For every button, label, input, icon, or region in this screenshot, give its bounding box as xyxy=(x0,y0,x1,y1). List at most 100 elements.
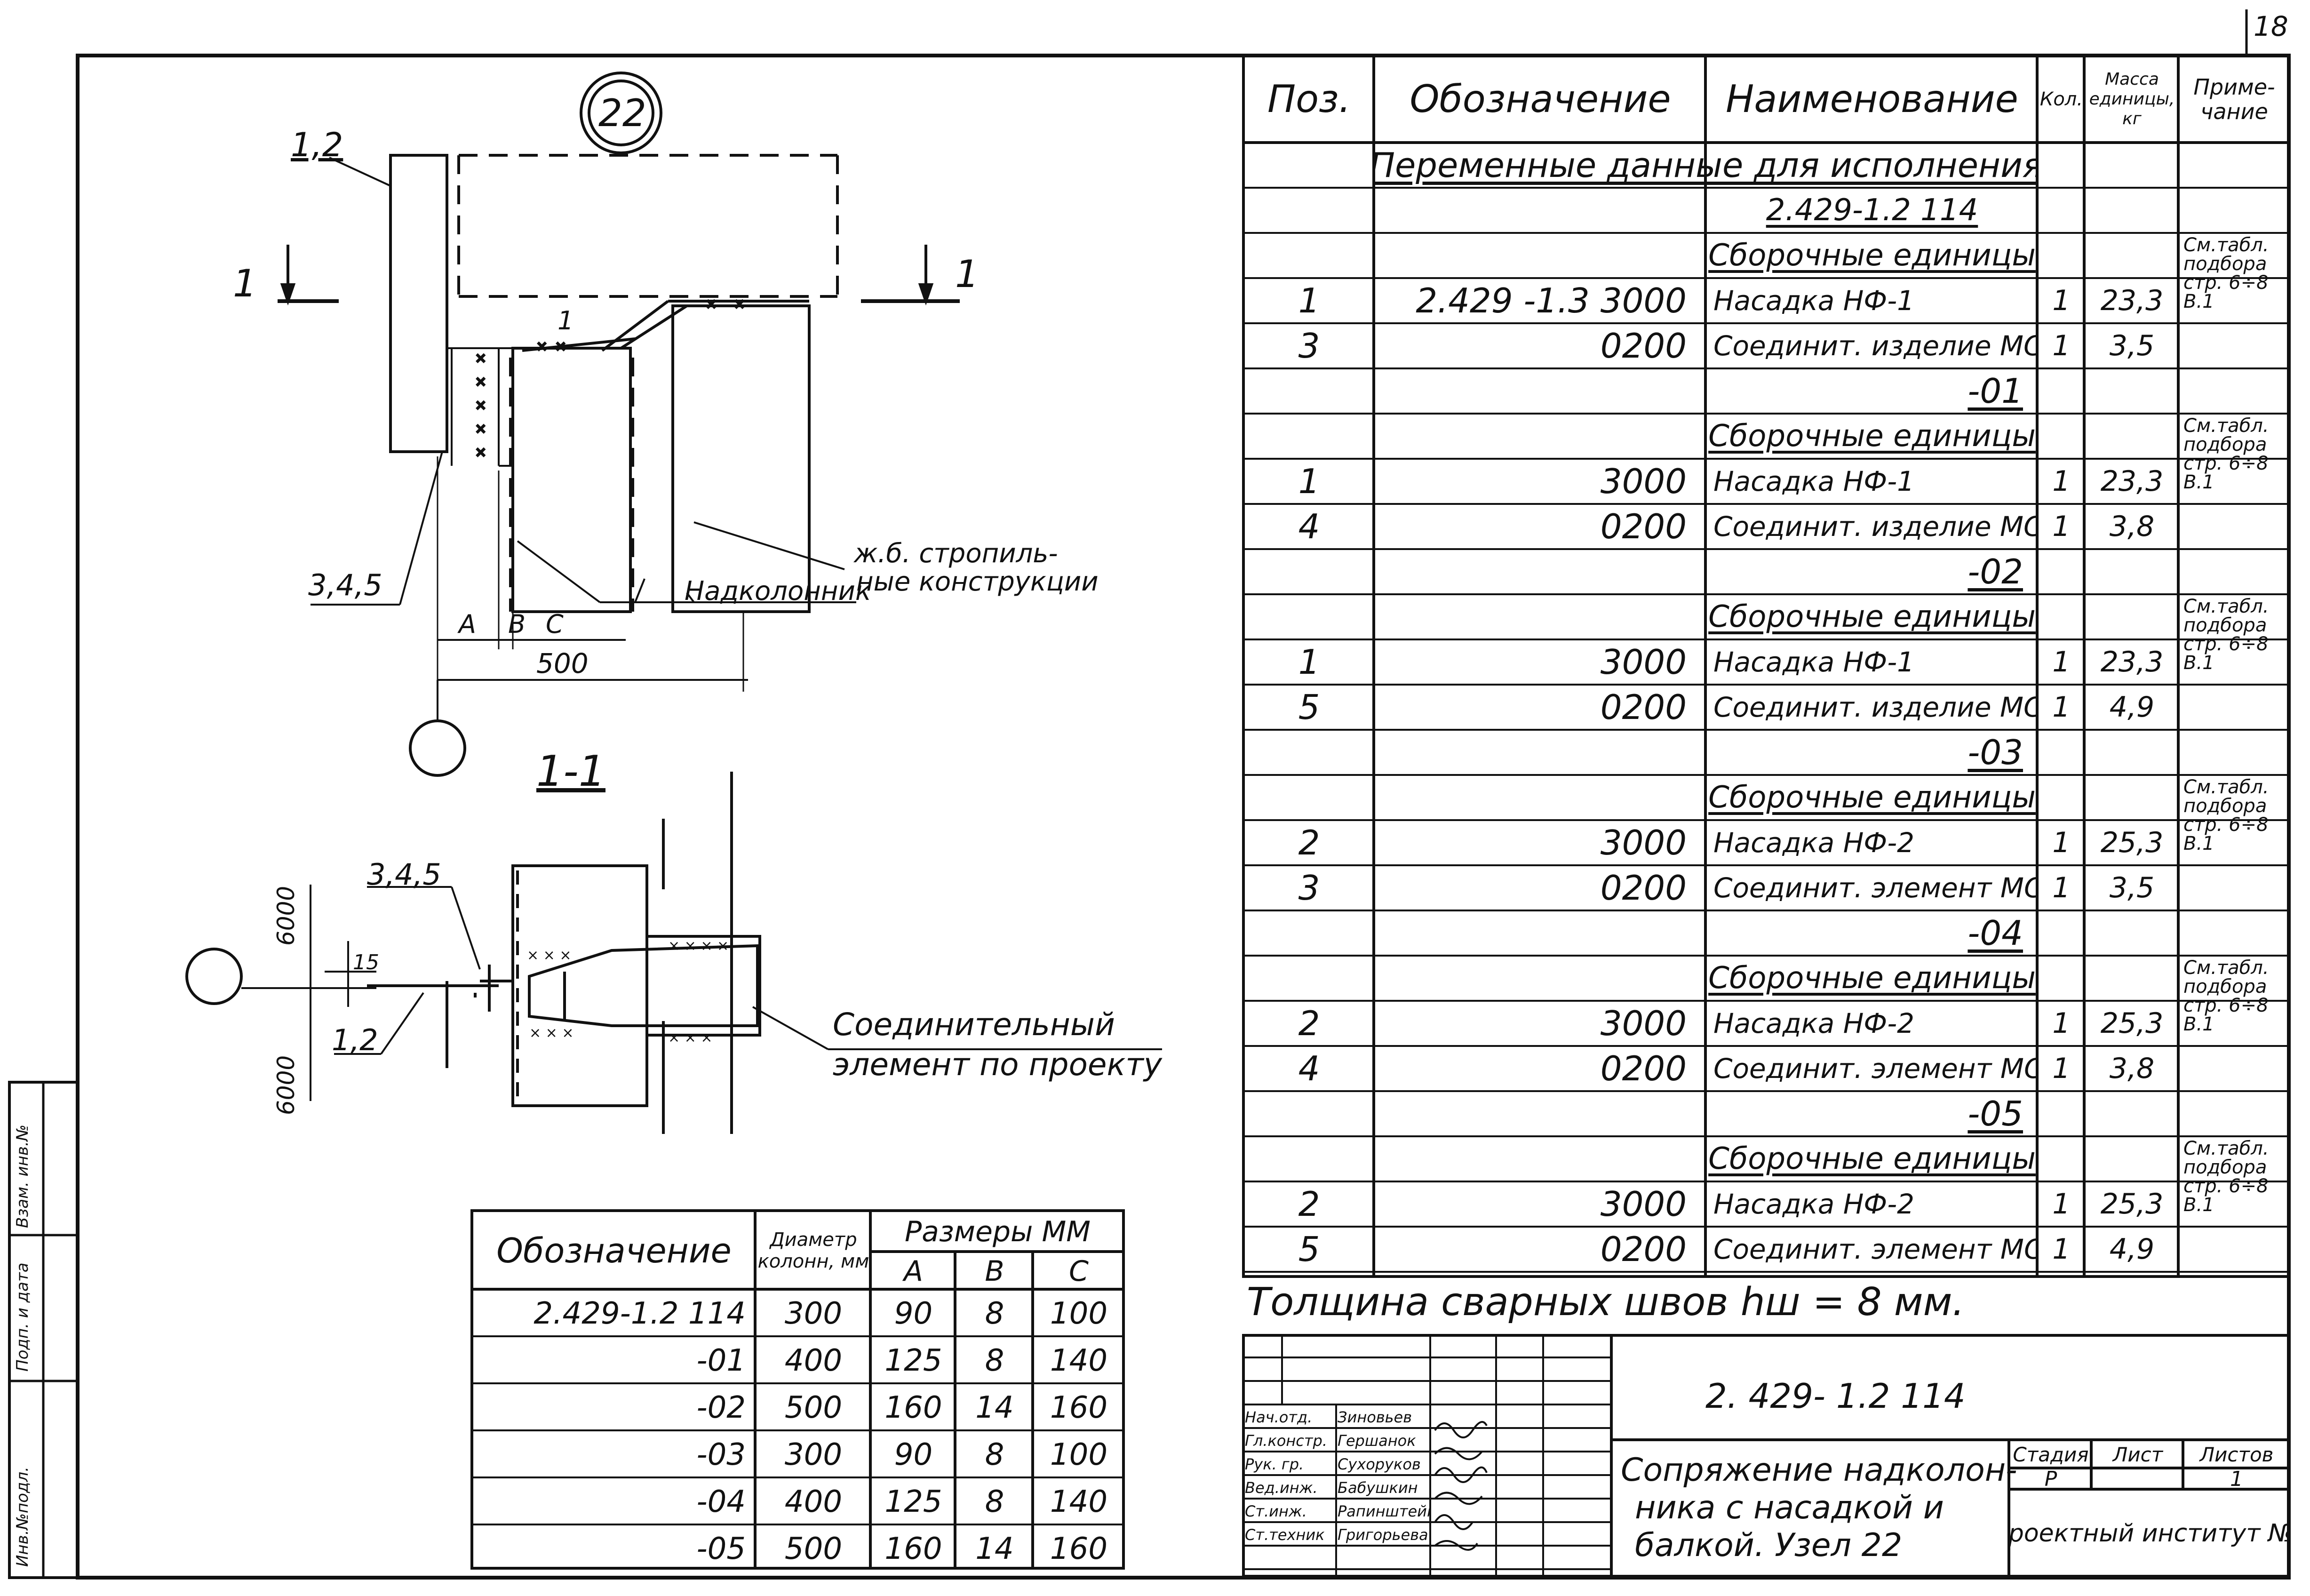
dim-row-c: 160 xyxy=(1050,1390,1108,1425)
svg-text:×: × xyxy=(475,350,486,366)
weld-note: Толщина сварных швов hш = 8 мм. xyxy=(1247,1280,1965,1325)
spec-row-version: -04 xyxy=(1967,913,2023,953)
spec-row-name: Насадка НФ-1 xyxy=(1713,285,1915,317)
signature-name: Григорьева xyxy=(1338,1525,1428,1544)
svg-text:× × ×: × × × xyxy=(527,947,571,964)
spec-row-name: Соединит. элемент МС-26 xyxy=(1713,872,2037,904)
spec-row-pos: 4 xyxy=(1298,1049,1320,1088)
dim-row-c: 100 xyxy=(1050,1296,1108,1331)
label-gb-line1: ж.б. стропиль- xyxy=(853,538,1058,569)
spec-header-note: Приме- чание xyxy=(2193,74,2275,124)
dim-table-header-a: A xyxy=(903,1254,924,1288)
dim-row-b: 8 xyxy=(985,1484,1004,1519)
svg-text:×: × xyxy=(536,338,547,354)
signature-role: Вед.инж. xyxy=(1245,1478,1318,1497)
label-pos12-top: 1,2 xyxy=(291,126,343,164)
spec-row-qty: 1 xyxy=(2052,284,2071,317)
spec-row-mass: 3,5 xyxy=(2109,871,2155,904)
spec-row-designation: 0200 xyxy=(1600,868,1687,908)
dim-a-label: A xyxy=(457,609,476,639)
svg-text:× × × ×: × × × × xyxy=(668,938,729,954)
dim-row-b: 14 xyxy=(975,1531,1014,1566)
signature-role: Гл.констр. xyxy=(1245,1431,1327,1450)
label-pos345: 3,4,5 xyxy=(308,568,382,602)
dim-row-diameter: 400 xyxy=(784,1343,843,1378)
spec-row-qty: 1 xyxy=(2052,1233,2071,1266)
title-block-grid xyxy=(1242,1334,2290,1578)
spec-row-pos: 2 xyxy=(1298,1184,1320,1224)
spec-row-designation: 2.429 -1.3 3000 xyxy=(1416,281,1687,320)
cut-label-left: 1 xyxy=(233,262,257,305)
spec-row-pos: 3 xyxy=(1298,868,1320,908)
spec-row-version: -02 xyxy=(1967,552,2023,591)
spec-row-note: См.табл. подбора стр. 6÷8 В.1 xyxy=(2183,1138,2269,1216)
spec-row-pos: 1 xyxy=(1298,642,1320,682)
dim-row-c: 160 xyxy=(1050,1531,1108,1566)
dim-table-header-sizes: Размеры ММ xyxy=(904,1215,1091,1248)
label-gb-line2: ные конструкции xyxy=(856,567,1099,597)
svg-text:× × ×: × × × xyxy=(668,1029,712,1046)
spec-row-subheading: Сборочные единицы xyxy=(1708,1141,2036,1176)
spec-row-subheading: Сборочные единицы xyxy=(1708,599,2036,634)
title-block-designation: 2. 429- 1.2 114 xyxy=(1705,1376,1966,1416)
dim-row-a: 90 xyxy=(894,1296,933,1331)
svg-text:×: × xyxy=(555,338,566,354)
spec-row-mass: 3,8 xyxy=(2109,510,2155,543)
spec-row-name: Соединит. изделие МС-28 xyxy=(1713,691,2037,723)
dim-row-diameter: 300 xyxy=(784,1437,843,1472)
dim-b-label: B xyxy=(508,609,526,639)
section-1-1-drawing: × × × × × × × × × × × × × 1-1 3,4,5 1,2 … xyxy=(185,747,1163,1134)
dim-table: Обозначение Диаметр колонн, мм Размеры М… xyxy=(470,1209,1129,1576)
dim-row-designation: -01 xyxy=(696,1343,746,1378)
dim-row-designation: -05 xyxy=(696,1531,746,1566)
spec-row-designation: 3000 xyxy=(1600,1184,1687,1224)
dim-row-diameter: 300 xyxy=(784,1296,843,1331)
signature-name: Рапинштейн xyxy=(1338,1502,1430,1520)
spec-row-name: Соединит. изделие МС-27 xyxy=(1713,511,2037,543)
dim-row-diameter: 500 xyxy=(784,1390,843,1425)
svg-text:×: × xyxy=(475,444,486,460)
spec-row-name: Соединит. элемент МС-27 xyxy=(1713,1053,2037,1085)
dim-row-designation: -03 xyxy=(696,1437,746,1472)
spec-row-pos: 2 xyxy=(1298,1004,1320,1043)
spec-row-pos: 3 xyxy=(1298,326,1320,366)
dim-row-c: 140 xyxy=(1050,1343,1108,1378)
spec-row-name: Насадка НФ-2 xyxy=(1713,827,1915,859)
spec-row-name: Насадка НФ-1 xyxy=(1713,646,1915,678)
spec-row-qty: 1 xyxy=(2052,646,2071,678)
spec-row-mass: 3,8 xyxy=(2109,1052,2155,1085)
spec-row-designation: 0200 xyxy=(1600,507,1687,546)
spec-header-designation: Обозначение xyxy=(1410,77,1671,121)
dim-500-label: 500 xyxy=(536,647,589,679)
spec-header-mass: Масса единицы, кг xyxy=(2089,69,2175,128)
svg-text:×: × xyxy=(706,296,717,311)
dim-table-grid xyxy=(470,1209,1125,1570)
dim-row-designation: -04 xyxy=(696,1484,746,1519)
spec-row-mass: 23,3 xyxy=(2100,646,2164,678)
sheets-label: Листов xyxy=(2199,1443,2274,1466)
title-line3: балкой. Узел 22 xyxy=(1635,1527,1903,1564)
spec-row-designation: 0200 xyxy=(1600,326,1687,366)
node-number: 22 xyxy=(598,91,646,135)
spec-row-version: -03 xyxy=(1967,733,2023,772)
stage-label: Стадия xyxy=(2013,1443,2089,1466)
spec-row-note: См.табл. подбора стр. 6÷8 В.1 xyxy=(2183,957,2269,1035)
spec-row-designation: 0200 xyxy=(1600,1229,1687,1269)
signature-name: Гершанок xyxy=(1338,1431,1416,1450)
signature-name: Зиновьев xyxy=(1338,1408,1412,1426)
title-line1: Сопряжение надколон- xyxy=(1621,1452,2017,1489)
spec-row-name: Соединит. элемент МС-28 xyxy=(1713,1233,2037,1265)
spec-row-designation: 3000 xyxy=(1600,642,1687,682)
signature-role: Нач.отд. xyxy=(1245,1408,1313,1426)
spec-row-mass: 23,3 xyxy=(2100,284,2164,317)
dim-row-diameter: 400 xyxy=(784,1484,843,1519)
spec-row-name: Насадка НФ-1 xyxy=(1713,465,1915,497)
stage-value: Р xyxy=(2044,1468,2057,1489)
label-pos1: 1 xyxy=(558,306,574,335)
svg-text:×: × xyxy=(475,421,486,436)
spec-row-name: Насадка НФ-2 xyxy=(1713,1007,1915,1039)
spec-row-mass: 3,5 xyxy=(2109,329,2155,362)
spec-row-qty: 1 xyxy=(2052,871,2071,904)
spec-row-name: Соединит. изделие МС-26 xyxy=(1713,330,2037,362)
